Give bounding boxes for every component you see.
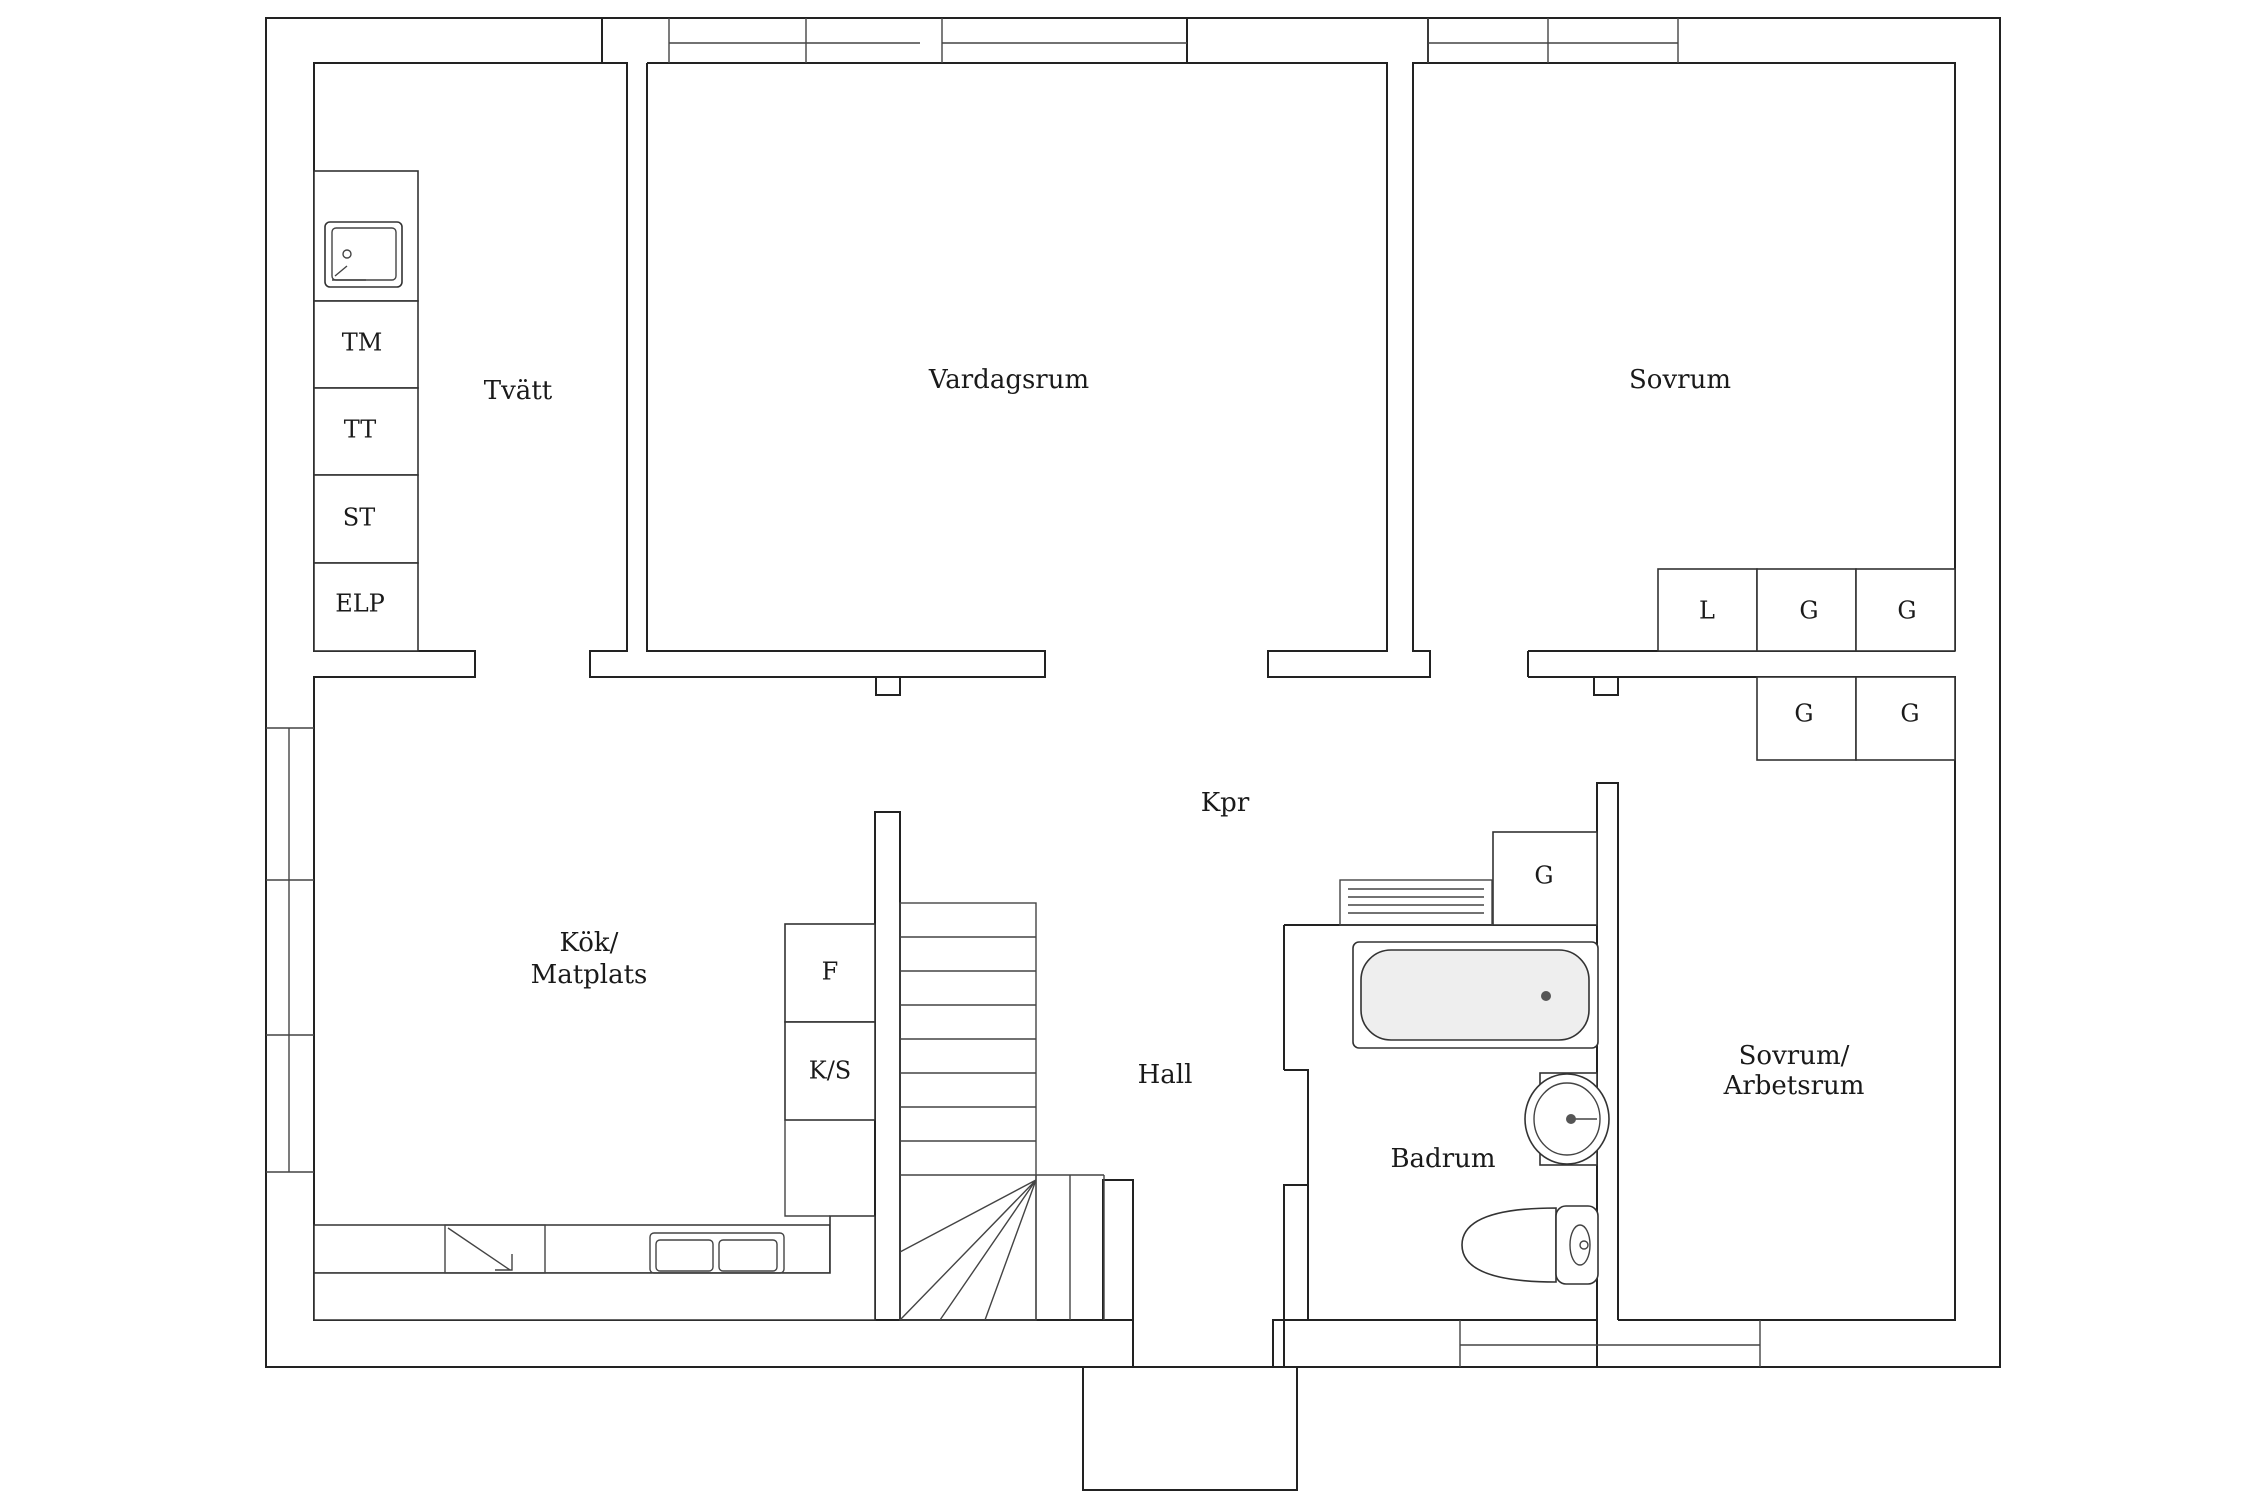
label-tt: TT: [344, 416, 376, 444]
kitchen-sink-icon: [649, 1232, 785, 1274]
label-elp: ELP: [335, 590, 385, 618]
room-label-kok-line2: Matplats: [531, 960, 648, 990]
room-label-sovrum2-line2: Arbetsrum: [1723, 1071, 1865, 1101]
toilet-icon: [1461, 1205, 1599, 1285]
label-g-5: G: [1534, 862, 1553, 890]
room-label-sovrum: Sovrum: [1629, 365, 1731, 395]
room-label-sovrum2-line1: Sovrum/: [1739, 1041, 1850, 1071]
label-st: ST: [343, 504, 375, 532]
label-tm: TM: [342, 329, 383, 357]
interior-walls: [313, 18, 1956, 1367]
bathtub-icon: [1352, 941, 1599, 1049]
room-label-badrum: Badrum: [1390, 1144, 1495, 1174]
label-g-2: G: [1897, 597, 1916, 625]
label-g-4: G: [1900, 700, 1919, 728]
laundry-sink-icon: [324, 221, 403, 288]
room-label-tvatt: Tvätt: [484, 376, 553, 406]
room-label-kok-line1: Kök/: [560, 928, 619, 958]
radiator-icon: [1339, 879, 1493, 926]
label-ks: K/S: [809, 1057, 851, 1085]
washbasin-icon: [1524, 1072, 1610, 1166]
room-label-hall: Hall: [1138, 1060, 1193, 1090]
room-label-vardagsrum: Vardagsrum: [928, 365, 1089, 395]
label-l: L: [1699, 597, 1715, 625]
label-f: F: [822, 958, 839, 986]
bathroom-fixtures: [1339, 831, 1610, 1285]
staircase: [899, 902, 1105, 1321]
label-g-3: G: [1794, 700, 1813, 728]
wardrobes-sovrum: [1657, 568, 1956, 761]
room-label-kpr: Kpr: [1201, 788, 1250, 818]
fixture-labels: TM TT ST ELP L G G G G G F K/S: [335, 329, 1919, 1085]
room-labels: Tvätt Vardagsrum Sovrum Kpr Kök/ Matplat…: [484, 365, 1865, 1174]
stove-icon: [444, 1224, 546, 1274]
label-g-1: G: [1799, 597, 1818, 625]
kitchen-counter: [313, 923, 876, 1321]
windows: [266, 18, 1761, 1367]
